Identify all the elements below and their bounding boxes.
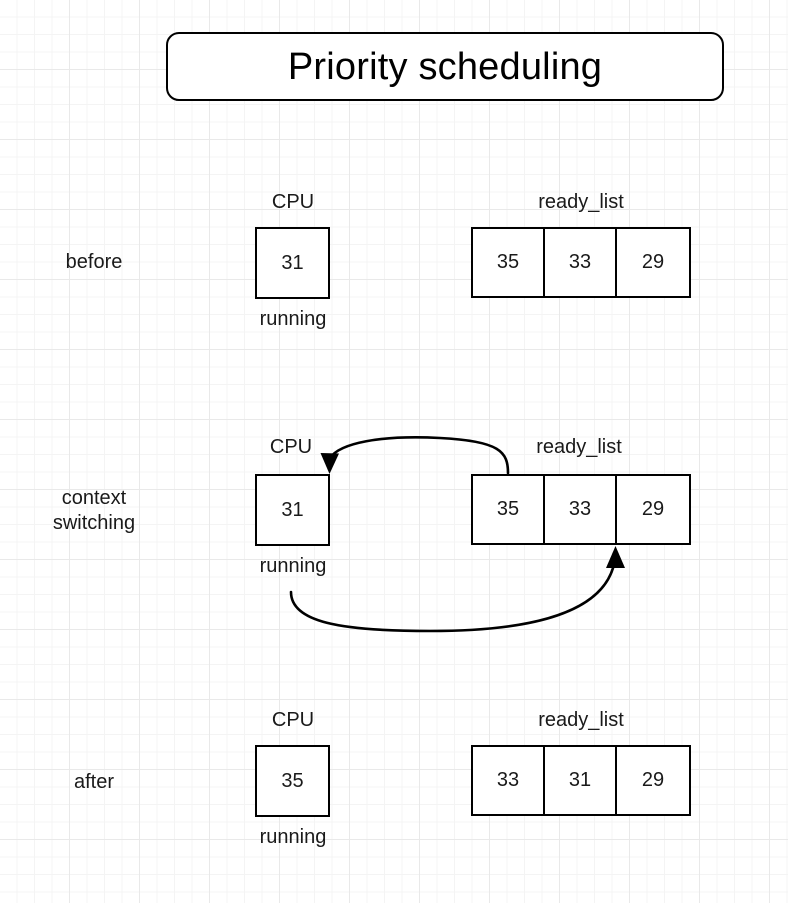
cpu-caption-before: running	[259, 308, 327, 330]
cpu-header-after: CPU	[271, 709, 315, 731]
ready-cell: 33	[473, 747, 545, 814]
ready-cell: 33	[545, 476, 617, 543]
cpu-value-after: 35	[281, 769, 304, 792]
row-label-before: before	[65, 251, 123, 273]
page-title: Priority scheduling	[287, 45, 603, 88]
cpu-caption-after: running	[259, 826, 327, 848]
ready-list-context-switching: 35 33 29	[471, 474, 691, 545]
row-label-context-switching: context switching	[52, 487, 136, 534]
ready-cell: 29	[641, 498, 665, 520]
row-label-after: after	[73, 771, 115, 793]
cpu-value-before: 31	[281, 251, 304, 274]
title-box: Priority scheduling	[166, 32, 724, 101]
ready-cell: 35	[473, 476, 545, 543]
cpu-value-context-switching: 31	[281, 498, 304, 521]
ready-cell: 31	[545, 747, 617, 814]
ready-cell: 29	[641, 251, 665, 273]
cpu-header-context-switching: CPU	[269, 436, 313, 458]
ready-list-after: 33 31 29	[471, 745, 691, 816]
cpu-header-before: CPU	[271, 191, 315, 213]
ready-list-header-context-switching: ready_list	[536, 436, 622, 458]
cpu-box-after: 35	[255, 745, 330, 817]
cpu-box-context-switching: 31	[255, 474, 330, 546]
ready-list-before: 35 33 29	[471, 227, 691, 298]
ready-list-header-after: ready_list	[538, 709, 624, 731]
ready-cell: 29	[641, 769, 665, 791]
ready-cell: 33	[545, 229, 617, 296]
cpu-box-before: 31	[255, 227, 330, 299]
ready-list-header-before: ready_list	[538, 191, 624, 213]
cpu-caption-context-switching: running	[259, 555, 327, 577]
ready-cell: 35	[473, 229, 545, 296]
